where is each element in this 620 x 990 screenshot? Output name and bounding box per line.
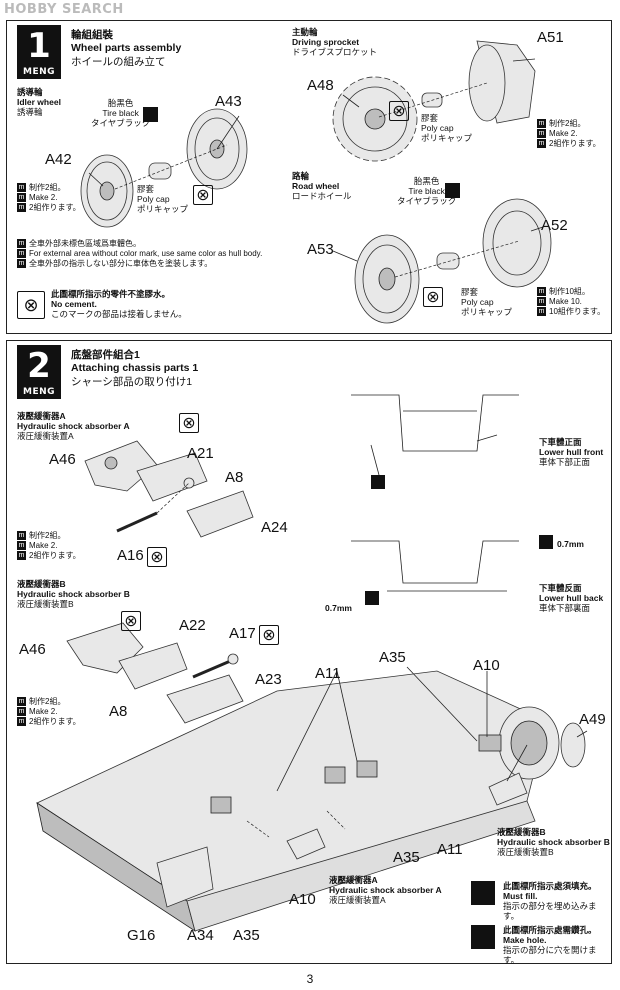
part-A49: A49 xyxy=(579,711,606,728)
shockA-label: 液壓緩衝器A Hydraulic shock absorber A 液圧緩衝装置… xyxy=(17,411,130,441)
paint-tire-icon-a xyxy=(143,107,158,122)
fill-legend-icon xyxy=(471,881,495,905)
step1-title-jp: ホイールの組み立て xyxy=(71,56,166,68)
step1-number: 1 MENG xyxy=(17,25,61,79)
step2-number: 2 MENG xyxy=(17,345,61,399)
part-A22: A22 xyxy=(179,617,206,634)
no-cement-icon-d: ⊗ xyxy=(179,413,199,433)
no-cement-icon-e: ⊗ xyxy=(147,547,167,567)
roadwheel-label: 路輪 Road wheel ロードホイール xyxy=(292,171,352,201)
page-number: 3 xyxy=(306,972,314,986)
tire-black-b: 胎黑色 Tire black タイヤブラック xyxy=(397,176,457,206)
part-A24: A24 xyxy=(261,519,288,536)
part-A53: A53 xyxy=(307,241,334,258)
road-wheel-drawing xyxy=(332,198,552,324)
part-A34: A34 xyxy=(187,927,214,944)
paint-tire-icon-b xyxy=(445,183,460,198)
no-cement-icon-c: ⊗ xyxy=(423,287,443,307)
no-cement-icon: ⊗ xyxy=(17,291,45,319)
part-A10-a: A10 xyxy=(473,657,500,674)
idler-wheel-drawing xyxy=(80,108,248,228)
part-A23: A23 xyxy=(255,671,282,688)
part-A42: A42 xyxy=(45,151,72,168)
watermark: HOBBY SEARCH xyxy=(4,2,124,17)
mm-label-1: 0.7mm xyxy=(557,539,584,549)
step1-number-text: 1 xyxy=(27,26,51,66)
part-A43: A43 xyxy=(215,93,242,110)
step1-diagram xyxy=(80,40,552,324)
step2-title-en: Attaching chassis parts 1 xyxy=(71,362,199,374)
polycap-c: 膠套 Poly cap ポリキャップ xyxy=(461,287,513,317)
part-A52: A52 xyxy=(541,217,568,234)
shockB-main-label: 液壓緩衝器B Hydraulic shock absorber B 液圧緩衝装置… xyxy=(497,827,610,857)
lower-hull-front-drawing xyxy=(351,394,519,489)
step1-title-block: 輪組組裝 Wheel parts assembly ホイールの組み立て xyxy=(71,27,181,69)
part-A16: A16 xyxy=(117,547,144,564)
step1-title-en: Wheel parts assembly xyxy=(71,42,182,54)
polycap-b: 膠套 Poly cap ポリキャップ xyxy=(421,113,473,143)
step1-panel: 1 MENG 輪組組裝 Wheel parts assembly ホイールの組み… xyxy=(6,20,612,334)
step2-brand: MENG xyxy=(22,387,56,397)
part-A35-b: A35 xyxy=(393,849,420,866)
step2-title-cn: 底盤部件組合1 xyxy=(71,349,140,361)
part-A8-a: A8 xyxy=(225,469,244,486)
shock-absorber-b-drawing xyxy=(66,622,244,724)
lower-back-label: 下車體反面 Lower hull back 車体下部裏面 xyxy=(539,583,604,613)
polycap-a: 膠套 Poly cap ポリキャップ xyxy=(137,184,189,214)
part-A35-a: A35 xyxy=(379,649,406,666)
step2-title-jp: シャーシ部品の取り付け1 xyxy=(71,376,193,388)
part-A10-b: A10 xyxy=(289,891,316,908)
fill-legend: 此圖標所指示處須填充。 Must fill. 指示の部分を埋め込みます。 xyxy=(503,881,597,921)
no-cement-icon-a: ⊗ xyxy=(193,185,213,205)
sprocket-drawing xyxy=(332,40,536,162)
shockA-main-label: 液壓緩衝器A Hydraulic shock absorber A 液圧緩衝装置… xyxy=(329,875,442,905)
hole-legend-icon xyxy=(471,925,495,949)
mm-label-2: 0.7mm xyxy=(325,603,352,613)
part-A11-b: A11 xyxy=(437,841,463,858)
part-A8-b: A8 xyxy=(109,703,128,720)
tire-black-a: 胎黑色 Tire black タイヤブラック xyxy=(91,98,151,128)
part-A21: A21 xyxy=(187,445,214,462)
part-A48: A48 xyxy=(307,77,334,94)
part-A46-b: A46 xyxy=(19,641,46,658)
part-A11-a: A11 xyxy=(315,665,341,682)
step1-title-cn: 輪組組裝 xyxy=(71,29,113,41)
no-cement-icon-f: ⊗ xyxy=(121,611,141,631)
no-cement-legend: ⊗ 此圖標所指示的零件不塗膠水。 No cement. このマークの部品は接着し… xyxy=(17,289,187,319)
lower-hull-back-drawing xyxy=(351,535,553,605)
step2-title-block: 底盤部件組合1 Attaching chassis parts 1 シャーシ部品… xyxy=(71,347,198,389)
idler-label: 誘導輪 Idler wheel 誘導輪 xyxy=(17,87,61,117)
part-G16: G16 xyxy=(127,927,156,944)
shock-absorber-a-drawing xyxy=(84,440,254,538)
step2-panel: 2 MENG 底盤部件組合1 Attaching chassis parts 1… xyxy=(6,340,612,965)
main-hull-drawing xyxy=(36,666,588,932)
step2-diagram xyxy=(36,394,588,949)
part-A35-c: A35 xyxy=(233,927,260,944)
no-cement-icon-b: ⊗ xyxy=(389,101,409,121)
part-A46-a: A46 xyxy=(49,451,76,468)
part-A17: A17 xyxy=(229,625,256,642)
sprocket-label: 主動輪 Driving sprocket ドライブスプロケット xyxy=(292,27,378,57)
no-cement-icon-g: ⊗ xyxy=(259,625,279,645)
shockB-label: 液壓緩衝器B Hydraulic shock absorber B 液圧緩衝装置… xyxy=(17,579,130,609)
step1-brand: MENG xyxy=(22,67,56,77)
hole-legend: 此圖標所指示處需鑽孔。 Make hole. 指示の部分に穴を開けます。 xyxy=(503,925,597,965)
part-A51: A51 xyxy=(537,29,564,46)
lower-front-label: 下車體正面 Lower hull front 車体下部正面 xyxy=(539,437,604,467)
step2-number-text: 2 xyxy=(27,346,51,386)
